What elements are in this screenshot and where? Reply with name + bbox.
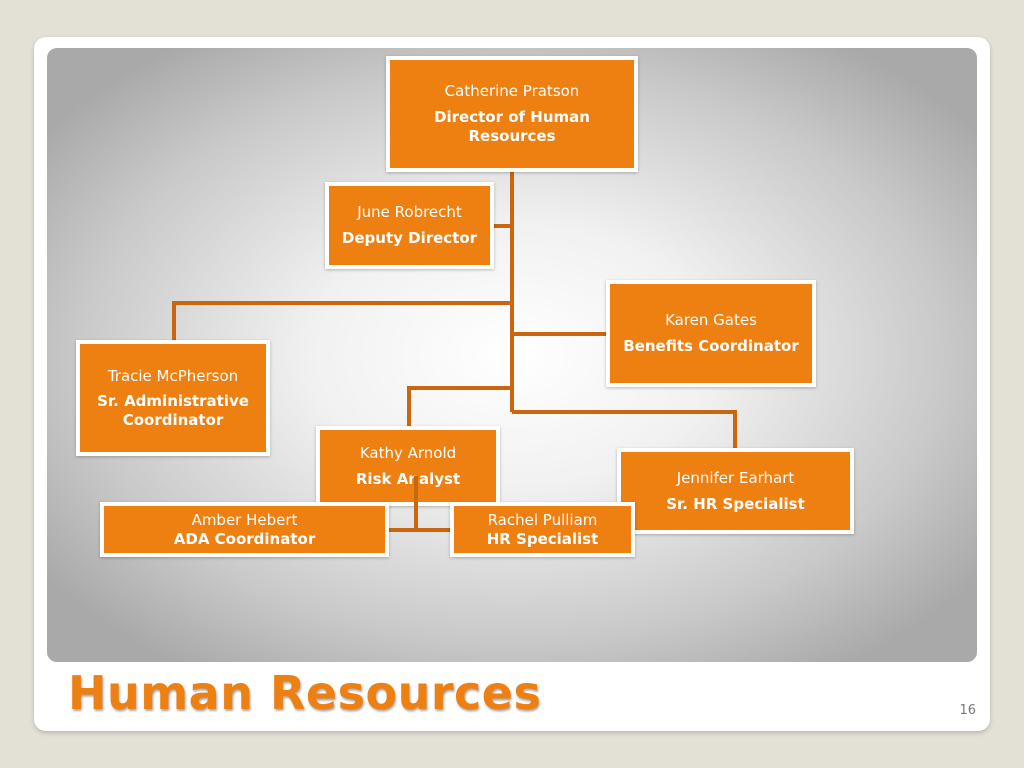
org-box-risk[interactable]: Kathy Arnold Risk Analyst (316, 426, 500, 506)
benefits-role: Benefits Coordinator (623, 337, 799, 355)
page-number: 16 (959, 703, 976, 718)
benefits-name: Karen Gates (665, 311, 757, 329)
org-box-hr[interactable]: Rachel Pulliam HR Specialist (450, 502, 635, 557)
org-box-ada[interactable]: Amber Hebert ADA Coordinator (100, 502, 389, 557)
deputy-name: June Robrecht (357, 203, 462, 221)
ada-name: Amber Hebert (191, 510, 298, 529)
org-box-admin[interactable]: Tracie McPherson Sr. Administrative Coor… (76, 340, 270, 456)
ada-role: ADA Coordinator (173, 529, 316, 548)
org-box-sr-hr[interactable]: Jennifer Earhart Sr. HR Specialist (617, 448, 854, 534)
admin-name: Tracie McPherson (107, 366, 239, 385)
director-name: Catherine Pratson (444, 82, 580, 100)
hr-role: HR Specialist (486, 529, 599, 548)
connector-admin (172, 301, 512, 340)
org-box-director[interactable]: Catherine Pratson Director of Human Reso… (386, 56, 638, 172)
risk-role: Risk Analyst (355, 469, 461, 488)
connector-sr-hr (512, 410, 737, 449)
director-role: Director of Human Resources (434, 108, 590, 145)
hr-name: Rachel Pulliam (487, 510, 598, 529)
sr-hr-role: Sr. HR Specialist (666, 494, 805, 513)
org-box-deputy[interactable]: June Robrecht Deputy Director (325, 182, 494, 269)
slide-title: Human Resources (68, 666, 542, 720)
admin-role: Sr. Administrative Coordinator (97, 391, 249, 429)
deputy-role: Deputy Director (341, 229, 478, 247)
org-box-benefits[interactable]: Karen Gates Benefits Coordinator (606, 280, 816, 387)
connector-risk (407, 386, 512, 426)
risk-name: Kathy Arnold (359, 443, 457, 462)
sr-hr-name: Jennifer Earhart (676, 468, 795, 487)
